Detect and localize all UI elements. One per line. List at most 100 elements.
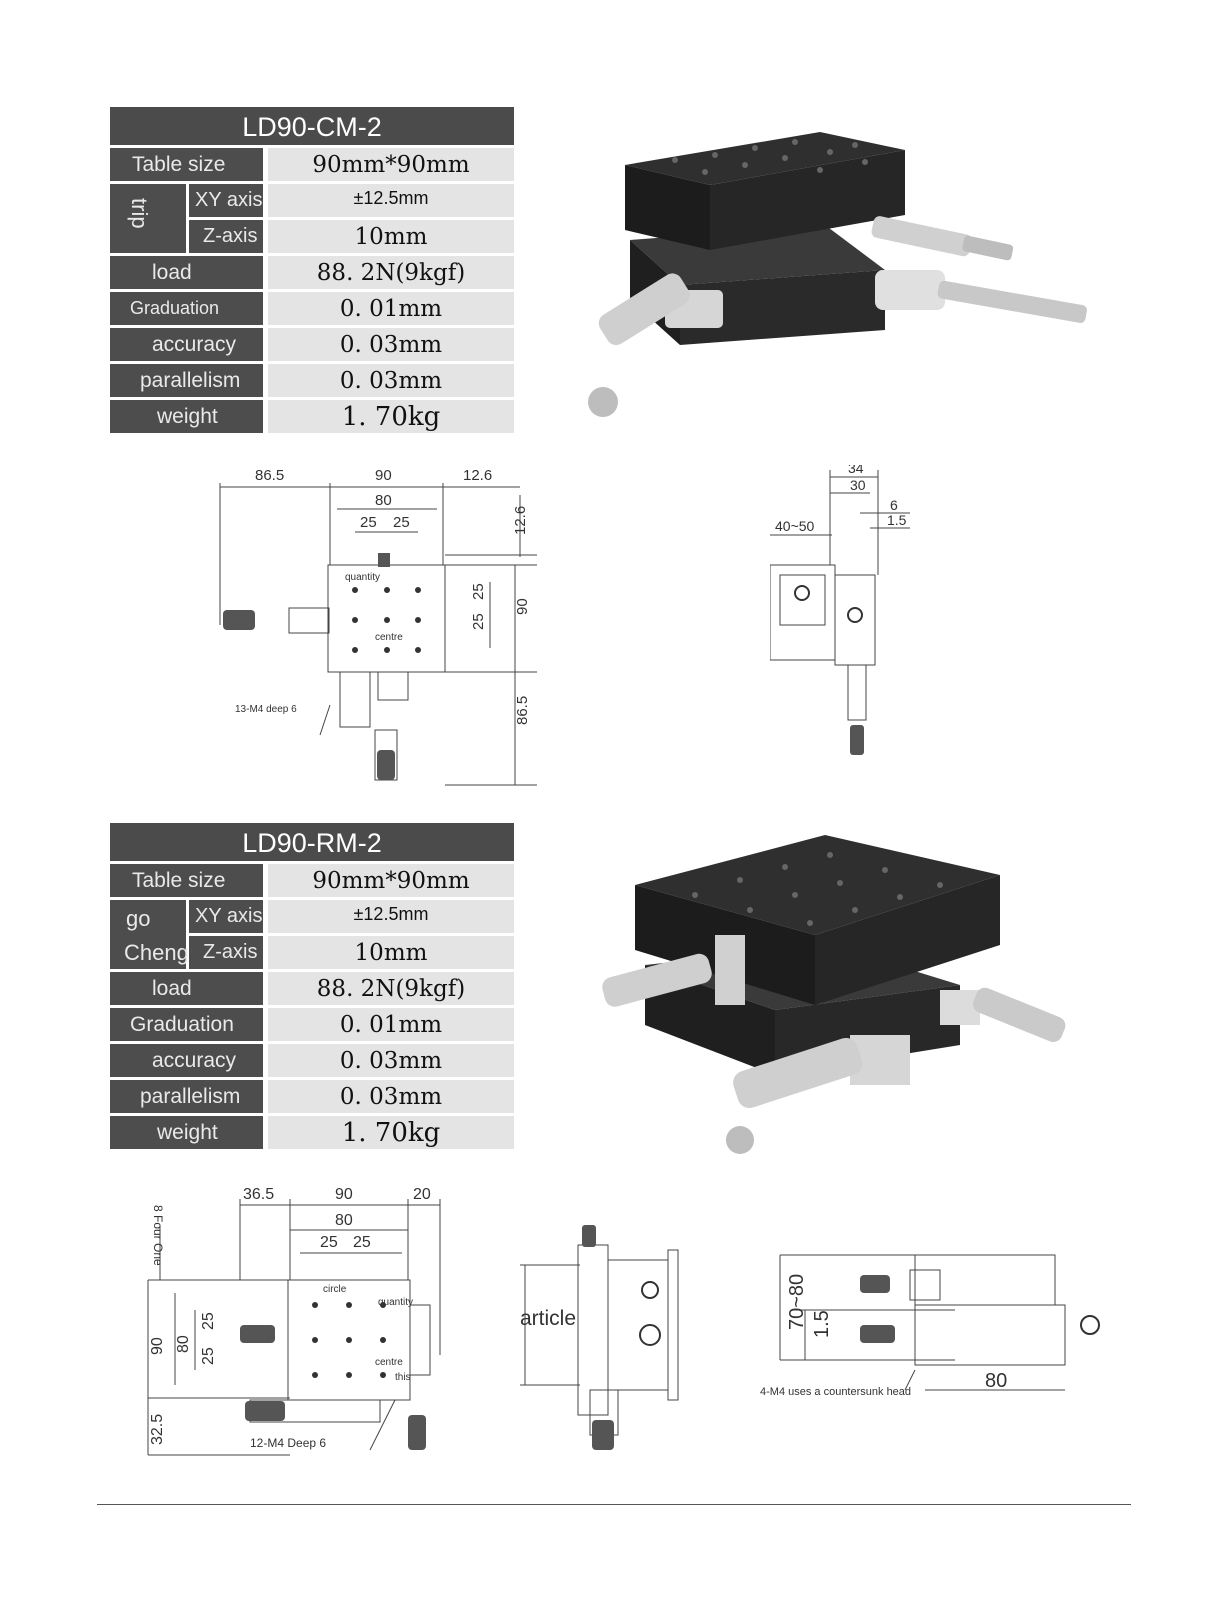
spec-label: Graduation [110,1008,263,1041]
spec-table-ld90-rm-2: LD90-RM-2 Table size 90mm*90mm go Cheng … [110,823,514,1149]
spec-value: 0. 01mm [268,1008,514,1041]
spec-label: accuracy [110,328,263,361]
spec-row-weight: weight 1. 70kg [110,400,514,433]
spec-row-graduation: Graduation 0. 01mm [110,292,514,325]
spec-row-travel: go Cheng XY axis ±12.5mm Z-axis 10mm [110,900,514,969]
spec-label: XY axis [189,900,263,933]
spec-value: 10mm [268,936,514,969]
dim-label: 25 [200,1347,217,1365]
spec-value: 90mm*90mm [268,864,514,897]
spec-label: Table size [110,148,263,181]
drawing-label: quantity [345,572,380,583]
dim-label: 25 [353,1234,371,1251]
spec-value: 0. 01mm [268,292,514,325]
spec-row-travel: trip XY axis ±12.5mm Z-axis 10mm [110,184,514,253]
spec-value: 0. 03mm [268,364,514,397]
spec-value: 88. 2N(9kgf) [268,972,514,1005]
dim-label: 25 [320,1234,338,1251]
dim-label: 80 [985,1370,1007,1392]
dim-label: 25 [393,514,410,531]
drawing-label: circle [323,1284,347,1295]
dim-label: 1.5 [887,512,907,528]
drawing-label: centre [375,632,403,643]
travel-label: go [126,906,151,931]
spec-row-parallelism: parallelism 0. 03mm [110,1080,514,1113]
drawing-ld90-rm-2-top-view: 36.5 90 20 80 25 25 8 Four One 90 80 25 … [147,1186,441,1456]
drawing-ld90-rm-2-side-view: article [520,1225,679,1450]
spec-label: XY axis [189,184,263,217]
drawing-ld90-cm-2-side-view: 34 30 6 1.5 40~50 [770,465,910,755]
dim-label: 34 [848,465,864,476]
dim-label: 86.5 [255,467,284,484]
travel-label-block: trip [110,184,186,253]
spec-label: Table size [110,864,263,897]
dim-label: 90 [375,467,392,484]
product-photo-ld90-rm-2 [602,835,1066,1154]
travel-label-block: go Cheng [110,900,189,969]
dim-label: 6 [890,497,898,513]
drawing-ld90-rm-2-front-view: 70~80 1.5 80 4-M4 uses a countersunk hea… [760,1254,1100,1398]
spec-row-accuracy: accuracy 0. 03mm [110,1044,514,1077]
dim-label: 25 [470,583,487,600]
dim-label: 40~50 [775,518,815,534]
spec-table-title: LD90-CM-2 [110,107,514,145]
dim-label: 36.5 [243,1186,274,1203]
spec-row-weight: weight 1. 70kg [110,1116,514,1149]
spec-table-title: LD90-RM-2 [110,823,514,861]
spec-label: weight [110,400,263,433]
drawing-ld90-cm-2-top-view: 86.5 90 12.6 80 25 25 12.6 25 25 90 86.5… [219,467,537,786]
spec-value: 0. 03mm [268,1044,514,1077]
dim-label: 90 [514,598,531,615]
spec-label: accuracy [110,1044,263,1077]
drawing-label: centre [375,1357,403,1368]
dim-label: 90 [335,1186,353,1203]
dim-label: 25 [200,1312,217,1330]
bottom-divider [97,1504,1131,1505]
dim-label: 32.5 [149,1414,166,1445]
drawing-label: article [520,1307,576,1330]
spec-table-ld90-cm-2: LD90-CM-2 Table size 90mm*90mm trip XY a… [110,107,514,433]
spec-label: Z-axis [189,220,263,253]
drawing-label: quantity [378,1297,413,1308]
dim-label: 80 [375,492,392,509]
drawing-label: 8 Four One [151,1205,165,1266]
spec-row-table-size: Table size 90mm*90mm [110,864,514,897]
travel-label: Cheng [124,940,189,965]
spec-value: 1. 70kg [268,1116,514,1149]
dim-label: 70~80 [786,1274,808,1330]
spec-row-graduation: Graduation 0. 01mm [110,1008,514,1041]
dim-label: 90 [149,1337,166,1355]
spec-value: ±12.5mm [268,900,514,933]
spec-row-accuracy: accuracy 0. 03mm [110,328,514,361]
spec-value: 90mm*90mm [268,148,514,181]
dim-label: 25 [360,514,377,531]
drawing-label: 12-M4 Deep 6 [250,1436,326,1450]
spec-value: 88. 2N(9kgf) [268,256,514,289]
dim-label: 80 [335,1212,353,1229]
drawing-label: 4-M4 uses a countersunk head [760,1386,911,1398]
spec-value: 10mm [268,220,514,253]
spec-value: 1. 70kg [268,400,514,433]
spec-row-parallelism: parallelism 0. 03mm [110,364,514,397]
spec-label: parallelism [110,364,263,397]
dim-label: 12.6 [463,467,492,484]
spec-value: 0. 03mm [268,1080,514,1113]
spec-label: weight [110,1116,263,1149]
spec-row-load: load 88. 2N(9kgf) [110,256,514,289]
spec-label: load [110,256,263,289]
drawing-label: this [395,1372,411,1383]
dim-label: 1.5 [811,1310,833,1338]
dim-label: 20 [413,1186,431,1203]
spec-row-table-size: Table size 90mm*90mm [110,148,514,181]
dim-label: 86.5 [514,696,531,725]
product-photo-ld90-cm-2 [588,132,1087,417]
dim-label: 25 [470,613,487,630]
spec-value: ±12.5mm [268,184,514,217]
spec-label: Z-axis [189,936,263,969]
dim-label: 30 [850,477,866,493]
spec-label: parallelism [110,1080,263,1113]
dim-label: 12.6 [512,506,529,535]
spec-value: 0. 03mm [268,328,514,361]
spec-label: Graduation [110,292,263,325]
dim-label: 80 [175,1335,192,1353]
